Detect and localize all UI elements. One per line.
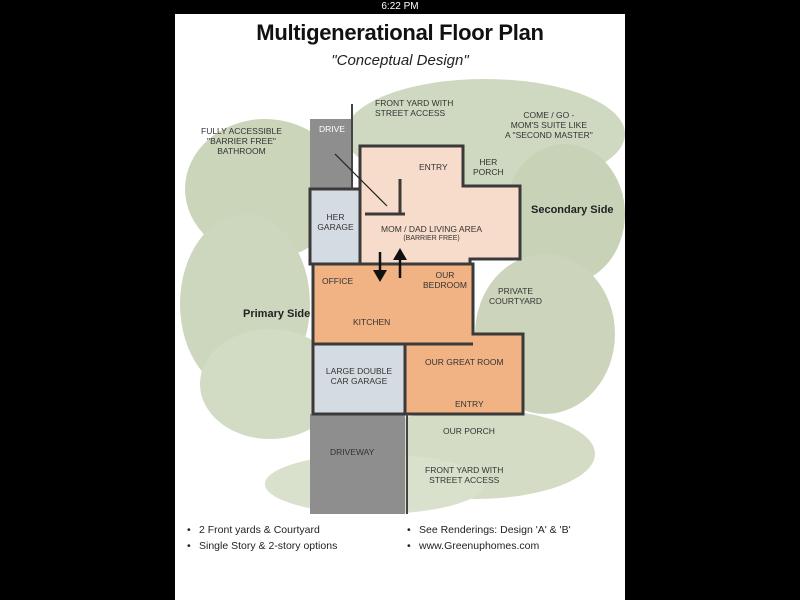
status-bar-time: 6:22 PM xyxy=(381,1,419,12)
page-subtitle: "Conceptual Design" xyxy=(331,52,469,69)
mom-dad-living-label: MOM / DAD LIVING AREA(BARRIER FREE) xyxy=(381,224,483,242)
kitchen-label: KITCHEN xyxy=(353,317,391,327)
great-room-label: OUR GREAT ROOM xyxy=(425,357,504,367)
floor-plan-sheet: Multigenerational Floor Plan "Conceptual… xyxy=(175,14,625,600)
her-garage-area xyxy=(308,187,362,266)
secondary-side-label: Secondary Side xyxy=(531,204,614,216)
floor-plan-drawing xyxy=(180,79,625,514)
circulation-arrows xyxy=(373,248,407,282)
drive-label: DRIVE xyxy=(319,124,345,134)
bathroom-pointer xyxy=(334,153,388,207)
bullet-list-right: •See Renderings: Design 'A' & 'B' •www.G… xyxy=(407,524,571,552)
entry-top-label: ENTRY xyxy=(419,162,448,172)
bullet-list-left: •2 Front yards & Courtyard •Single Story… xyxy=(187,524,338,552)
page-title: Multigenerational Floor Plan xyxy=(256,20,544,45)
entry-bottom-label: ENTRY xyxy=(455,399,484,409)
bathroom-label: FULLY ACCESSIBLE"BARRIER FREE"BATHROOM xyxy=(201,126,282,156)
driveway-strip xyxy=(310,414,405,514)
drive-strip xyxy=(310,119,352,189)
driveway-label: DRIVEWAY xyxy=(330,447,375,457)
large-garage-area xyxy=(311,342,407,416)
our-porch-label: OUR PORCH xyxy=(443,426,495,436)
primary-side-label: Primary Side xyxy=(243,308,311,320)
office-label: OFFICE xyxy=(322,276,354,286)
